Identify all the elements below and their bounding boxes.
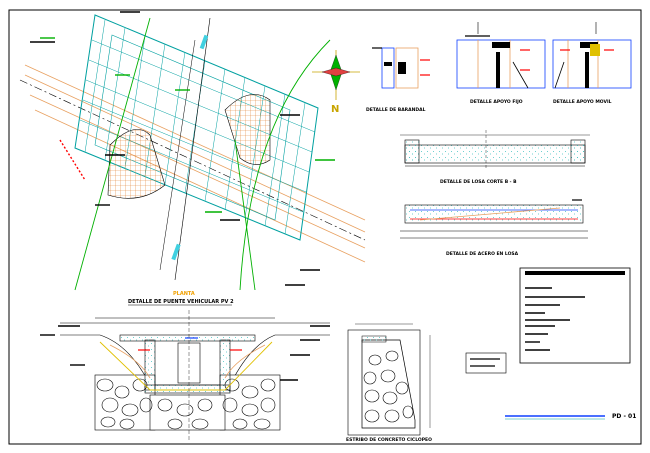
alignment-curve (239, 39, 331, 291)
plan-grid (79, 19, 316, 235)
sheet-border (8, 9, 642, 445)
detail-apoyo-movil (552, 22, 632, 89)
detail-apoyo-movil-title: DETALLE APOYO MOVIL (553, 99, 612, 105)
plan-label: PLANTA (173, 291, 195, 297)
bridge-outline (74, 14, 319, 241)
detail-losa-corte-title: DETALLE DE LOSA CORTE B - B (440, 179, 517, 185)
detail-apoyo-fijo-title: DETALLE APOYO FIJO (470, 99, 523, 105)
sheet-code: PD - 01 (612, 413, 636, 420)
cyan-marker (171, 243, 181, 261)
legend-box (465, 352, 507, 374)
detail-acero-losa (400, 199, 588, 239)
estribo-section (347, 323, 431, 436)
crossing-line-2 (159, 39, 196, 271)
right-wingwall-hatch (224, 94, 271, 165)
notes-box (519, 267, 631, 364)
detail-acero-losa-title: DETALLE DE ACERO EN LOSA (446, 251, 519, 257)
north-arrow: N (312, 50, 360, 115)
left-wingwall-hatch (107, 129, 166, 199)
alignment-line-2 (234, 139, 256, 291)
detail-apoyo-fijo (456, 22, 546, 89)
detail-barandal (372, 47, 430, 89)
north-label: N (331, 104, 339, 115)
detail-losa-corte (400, 130, 590, 170)
detail-estribo-title: ESTRIBO DE CONCRETO CICLOPEO (346, 437, 432, 443)
green-callouts (40, 37, 335, 213)
plan-view: PLANTA DETALLE DE PUENTE VEHICULAR PV 2 (19, 11, 366, 306)
cyan-marker (199, 34, 209, 50)
detail-barandal-title: DETALLE DE BARANDAL (366, 107, 426, 113)
plan-title: DETALLE DE PUENTE VEHICULAR PV 2 (128, 299, 234, 305)
crossing-line-1 (174, 17, 211, 281)
cut-line (59, 139, 86, 181)
road-edges (24, 64, 366, 263)
road-axis (19, 79, 366, 241)
bridge-elevation (40, 310, 330, 440)
plan-callouts (30, 11, 320, 286)
alignment-line-1 (74, 17, 151, 291)
bridge-inner (94, 34, 291, 221)
